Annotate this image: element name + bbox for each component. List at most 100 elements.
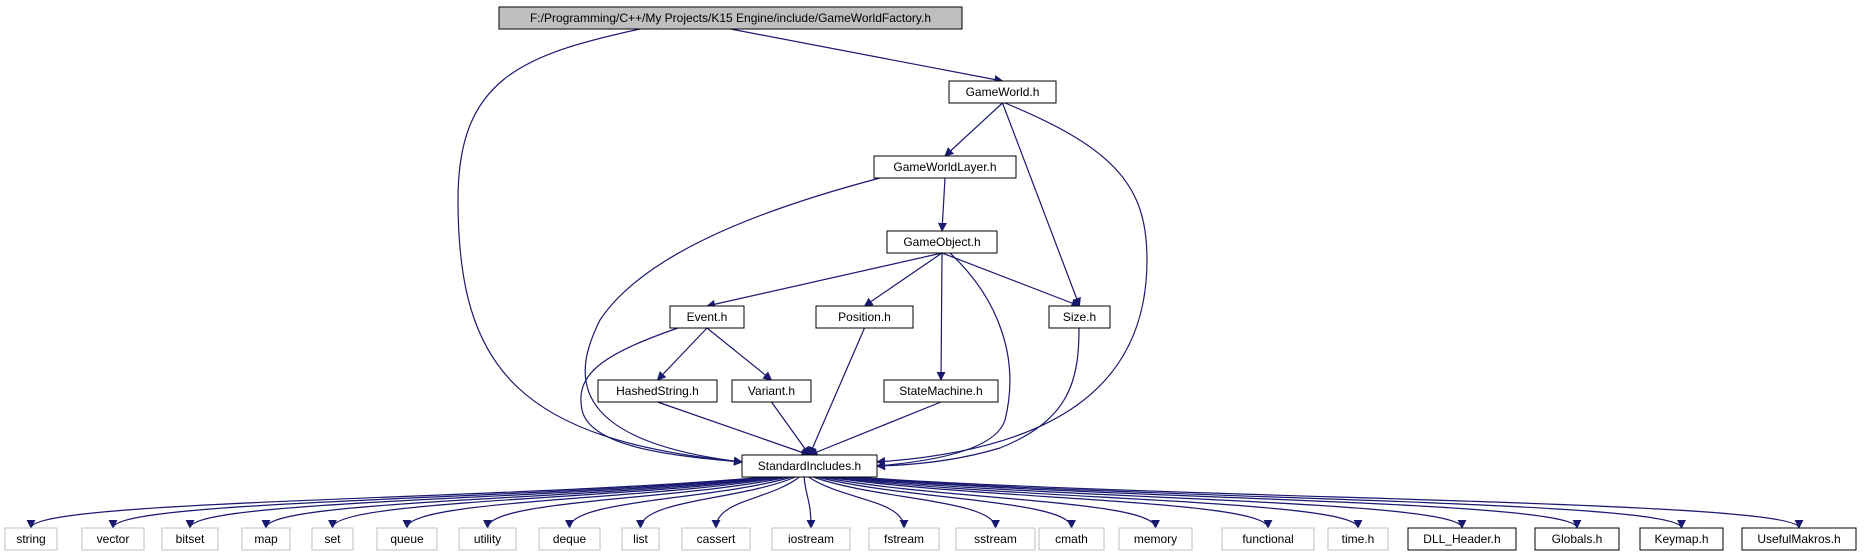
node-map: map (241, 527, 291, 551)
edge-standardincludes-to-bitset (185, 476, 774, 529)
node-label: Keymap.h (1654, 532, 1708, 546)
node-layer: F:/Programming/C++/My Projects/K15 Engin… (4, 6, 1857, 551)
node-vector: vector (81, 527, 145, 551)
edge-event-to-hashedstring (656, 327, 708, 381)
node-label: DLL_Header.h (1423, 532, 1500, 546)
node-hashedstring[interactable]: HashedString.h (597, 379, 718, 403)
node-globals[interactable]: Globals.h (1534, 527, 1620, 551)
node-string: string (4, 527, 58, 551)
node-label: functional (1242, 532, 1293, 546)
node-label: Position.h (838, 310, 891, 324)
edge-standardincludes-to-iostream (803, 476, 816, 529)
edge-root-to-gameworld (730, 28, 1004, 84)
node-label: cassert (697, 532, 736, 546)
node-sstream: sstream (955, 527, 1036, 551)
node-event[interactable]: Event.h (669, 305, 745, 329)
edge-standardincludes-to-keymap (847, 476, 1686, 529)
node-standardincludes[interactable]: StandardIncludes.h (741, 454, 878, 478)
node-label: vector (97, 532, 130, 546)
edge-variant-to-standardincludes (771, 401, 811, 456)
edge-standardincludes-to-map (261, 476, 777, 529)
node-gameworld[interactable]: GameWorld.h (948, 80, 1057, 104)
node-label: F:/Programming/C++/My Projects/K15 Engin… (530, 11, 931, 25)
node-cassert: cassert (681, 527, 751, 551)
node-label: Globals.h (1552, 532, 1603, 546)
node-label: GameWorld.h (966, 85, 1040, 99)
node-time-h: time.h (1327, 527, 1389, 551)
node-label: StandardIncludes.h (758, 459, 861, 473)
node-iostream: iostream (771, 527, 851, 551)
node-root[interactable]: F:/Programming/C++/My Projects/K15 Engin… (498, 6, 963, 30)
node-fstream: fstream (868, 527, 940, 551)
edge-gameworld-to-standardincludes (876, 102, 1148, 466)
node-label: GameObject.h (903, 235, 980, 249)
edge-event-to-variant (706, 327, 773, 381)
node-label: Variant.h (748, 384, 795, 398)
node-set: set (311, 527, 354, 551)
edge-standardincludes-to-memory (821, 476, 1160, 529)
node-statemachine[interactable]: StateMachine.h (883, 379, 999, 403)
edge-gameobject-to-size (941, 252, 1081, 308)
edge-event-to-standardincludes (580, 327, 743, 466)
edge-standardincludes-to-functional (826, 476, 1273, 529)
edge-standardincludes-to-usefulmakros (853, 476, 1804, 529)
node-label: Event.h (687, 310, 728, 324)
edge-standardincludes-to-string (26, 476, 766, 529)
edge-standardincludes-to-dll_header (836, 476, 1467, 529)
edge-standardincludes-to-deque (565, 476, 793, 529)
edge-standardincludes-to-cassert (711, 476, 800, 529)
node-dll-header[interactable]: DLL_Header.h (1407, 527, 1517, 551)
node-usefulmakros[interactable]: UsefulMakros.h (1741, 527, 1857, 551)
node-memory: memory (1118, 527, 1193, 551)
node-label: cmath (1055, 532, 1088, 546)
edge-standardincludes-to-list (636, 476, 796, 529)
node-list: list (621, 527, 660, 551)
edge-root-to-standardincludes (457, 28, 743, 466)
node-label: Size.h (1063, 310, 1096, 324)
node-label: iostream (788, 532, 834, 546)
edge-size-to-standardincludes (876, 327, 1080, 471)
node-size[interactable]: Size.h (1048, 305, 1111, 329)
node-label: time.h (1342, 532, 1375, 546)
edge-gameobject-to-standardincludes (876, 252, 1011, 470)
edge-gameworld-to-size (1001, 102, 1081, 307)
node-label: memory (1134, 532, 1177, 546)
node-variant[interactable]: Variant.h (731, 379, 812, 403)
edge-gameobject-to-position (863, 252, 943, 307)
node-keymap[interactable]: Keymap.h (1639, 527, 1724, 551)
edge-gameworld-to-gameworldlayer (944, 102, 1003, 157)
node-label: utility (474, 532, 501, 546)
node-label: GameWorldLayer.h (893, 160, 996, 174)
node-label: list (633, 532, 648, 546)
node-label: StateMachine.h (899, 384, 982, 398)
node-label: HashedString.h (616, 384, 699, 398)
edge-standardincludes-to-vector (108, 476, 770, 529)
edge-gameobject-to-statemachine (936, 252, 946, 381)
node-gameworldlayer[interactable]: GameWorldLayer.h (873, 155, 1017, 179)
node-gameobject[interactable]: GameObject.h (886, 230, 998, 254)
edge-position-to-standardincludes (808, 327, 866, 456)
edge-standardincludes-to-time_h (831, 476, 1363, 529)
edge-standardincludes-to-set (328, 476, 781, 529)
node-position[interactable]: Position.h (815, 305, 914, 329)
edge-standardincludes-to-utility (483, 476, 789, 529)
node-queue: queue (376, 527, 438, 551)
node-label: bitset (176, 532, 205, 546)
node-label: deque (553, 532, 587, 546)
node-label: fstream (884, 532, 924, 546)
node-deque: deque (538, 527, 601, 551)
node-label: queue (390, 532, 424, 546)
edge-layer (26, 28, 1804, 529)
node-cmath: cmath (1038, 527, 1105, 551)
node-label: UsefulMakros.h (1757, 532, 1840, 546)
node-label: string (16, 532, 45, 546)
edge-gameworldlayer-to-standardincludes (584, 177, 881, 466)
edge-gameobject-to-event (706, 252, 943, 309)
edge-statemachine-to-standardincludes (808, 401, 942, 457)
node-functional: functional (1221, 527, 1315, 551)
edge-hashedstring-to-standardincludes (657, 401, 811, 457)
edge-standardincludes-to-queue (402, 476, 784, 529)
edge-standardincludes-to-fstream (808, 476, 909, 529)
edge-standardincludes-to-cmath (816, 476, 1076, 529)
node-utility: utility (458, 527, 517, 551)
